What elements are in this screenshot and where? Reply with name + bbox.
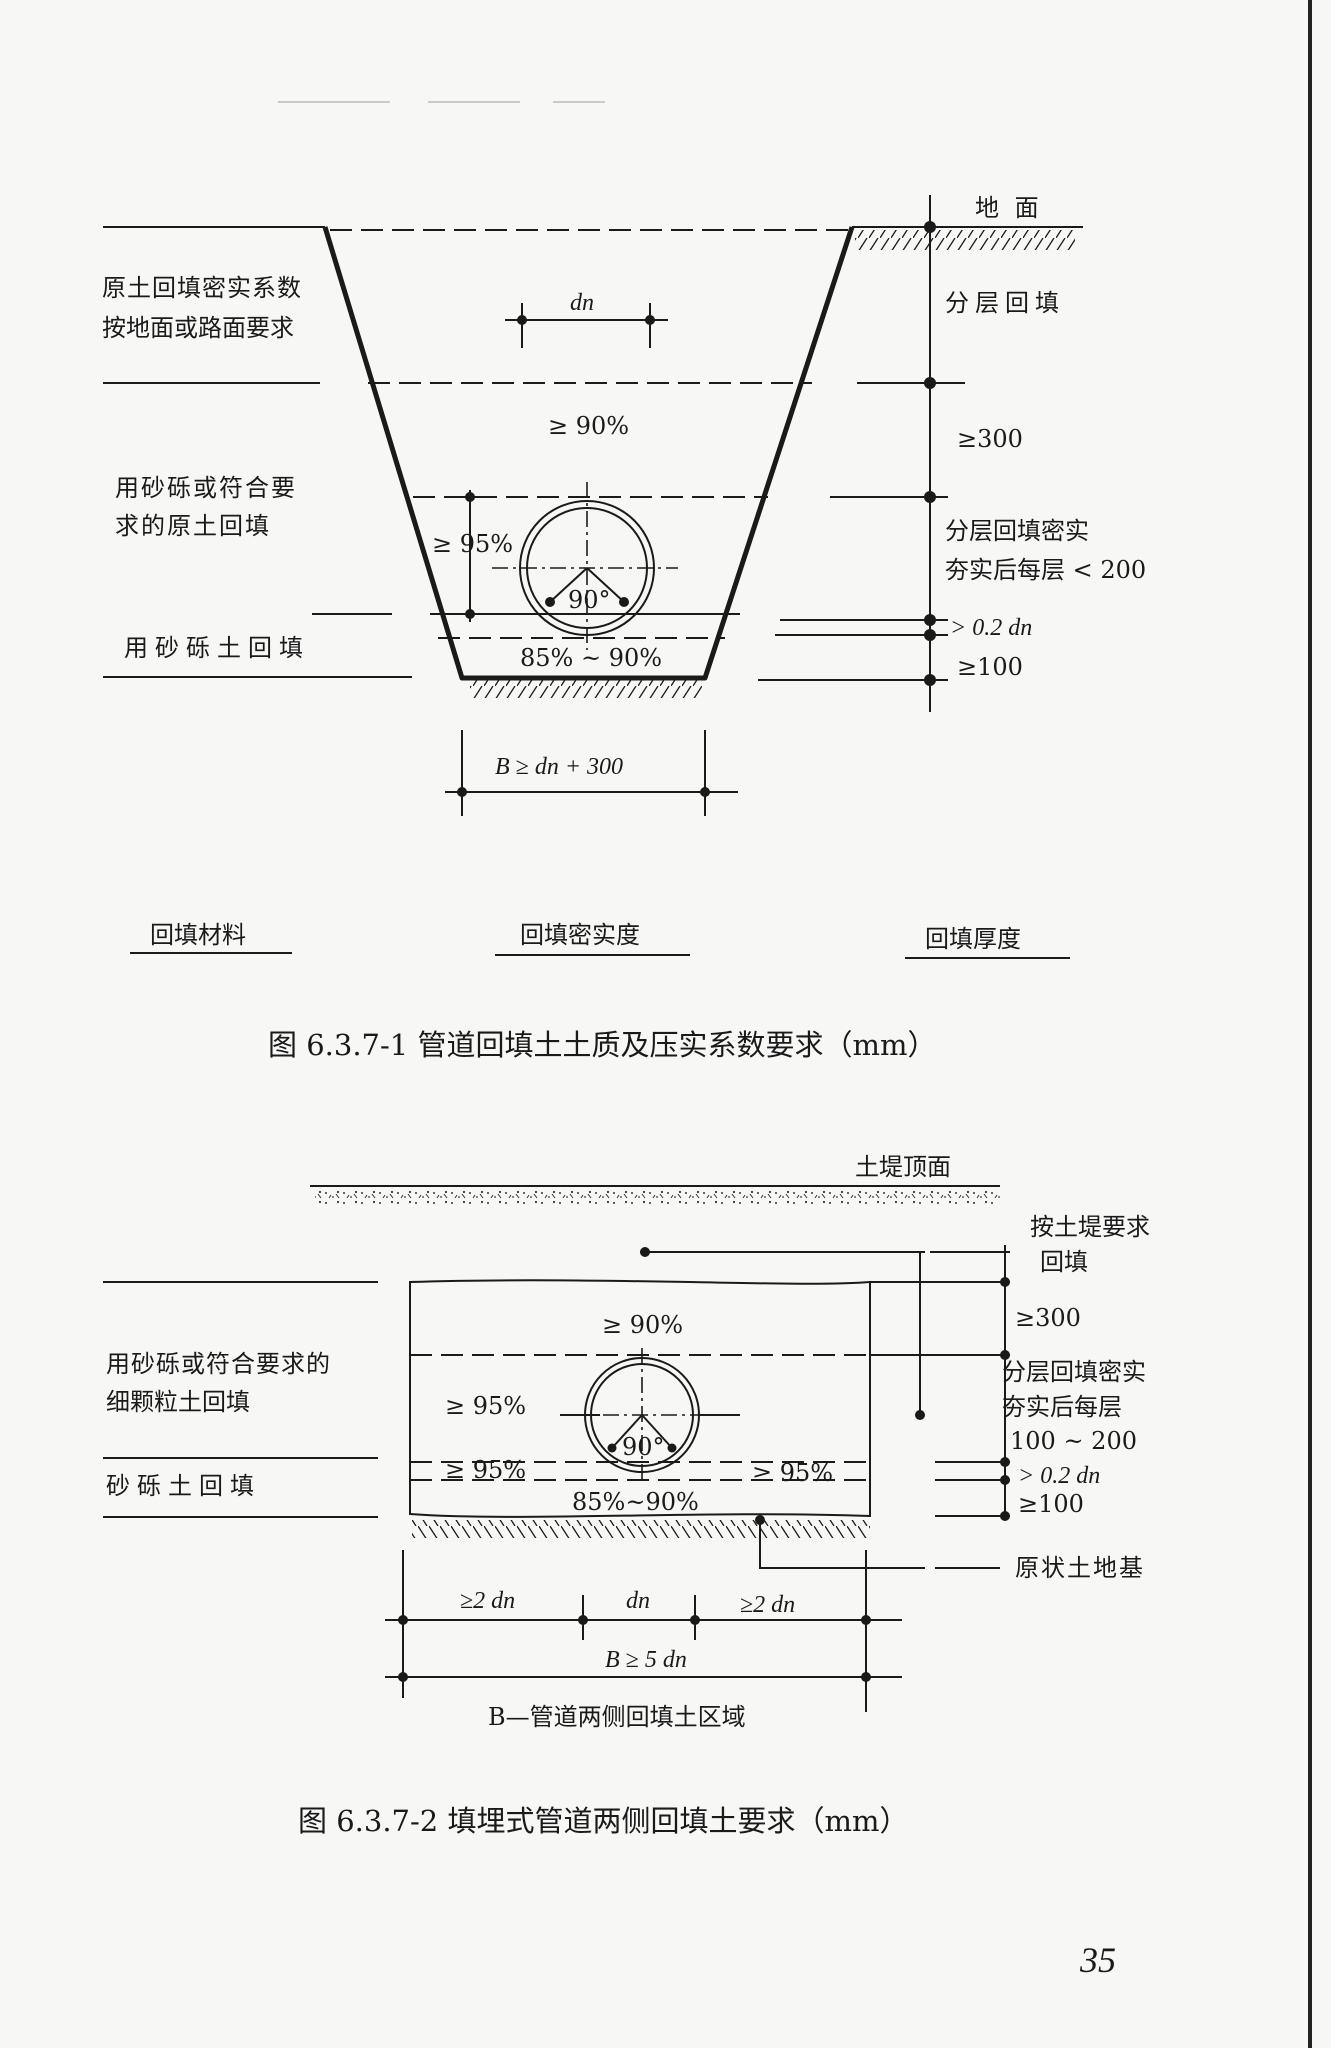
fig1-dn-label: dn (570, 290, 594, 316)
fig1-col-material: 回填材料 (150, 921, 246, 949)
embankment-speckle (315, 1188, 1000, 1204)
fig2-left-bottom: 砂砾土回填 (106, 1472, 261, 1500)
fig2-legend: B—管道两侧回填土区域 (488, 1703, 746, 1731)
fig2-right-top-line2: 回填 (1040, 1248, 1088, 1276)
fig2-left-mid-line2: 细颗粒土回填 (106, 1388, 250, 1416)
fig2-dim-total: B ≥ 5 dn (605, 1647, 687, 1673)
fig1-right-300: ≥300 (957, 425, 1023, 453)
fig1-width-formula: B ≥ dn + 300 (495, 754, 623, 780)
fig2-left-mid-line1: 用砂砾或符合要求的 (106, 1350, 331, 1378)
fig1-right-100: ≥100 (957, 653, 1023, 681)
figure-2-embankment (103, 1185, 1010, 1712)
fig2-angle-label: 90° (622, 1433, 665, 1461)
fig1-right-02dn: > 0.2 dn (950, 615, 1032, 641)
trench-walls (322, 226, 855, 681)
fig1-compaction-top: ≥ 90% (548, 412, 629, 440)
backfill-region (409, 1279, 871, 1518)
fig2-right-top-line1: 按土堤要求 (1030, 1213, 1150, 1241)
fig1-right-layer-line2: 夯实后每层 < 200 (945, 556, 1146, 584)
fig2-right-100: ≥100 (1018, 1490, 1084, 1518)
page-edge-border (1308, 0, 1312, 2048)
fig1-left-mid-line1: 用砂砾或符合要 (115, 474, 297, 502)
fig1-ground-label: 地 面 (975, 194, 1043, 222)
fig2-dim-right: ≥2 dn (740, 1592, 795, 1618)
page-number: 35 (1079, 1940, 1116, 1980)
pipe-2 (574, 1348, 710, 1480)
fig1-compaction-bottom: 85% ~ 90% (520, 644, 662, 672)
fig1-left-bottom: 用砂砾土回填 (124, 634, 310, 662)
fig1-left-top-line1: 原土回填密实系数 (102, 274, 302, 302)
fig2-caption: 图 6.3.7-2 填埋式管道两侧回填土要求（mm） (298, 1804, 908, 1838)
fig2-compaction-top: ≥ 90% (602, 1311, 683, 1339)
fig2-dim-left: ≥2 dn (460, 1588, 515, 1614)
fig1-angle-label: 90° (568, 586, 611, 614)
fig2-right-300: ≥300 (1015, 1304, 1081, 1332)
fig1-left-mid-line2: 求的原土回填 (115, 512, 271, 540)
fig2-dim-dn: dn (626, 1588, 650, 1614)
fig2-right-layer-line2: 夯实后每层 (1002, 1393, 1122, 1421)
trench-bottom-hatch (470, 680, 702, 698)
fig1-right-layer-line1: 分层回填密实 (945, 517, 1089, 545)
fig2-compaction-right-low: ≥ 95% (752, 1459, 833, 1487)
fig2-right-02dn: > 0.2 dn (1018, 1463, 1100, 1489)
fig1-right-top: 分层回填 (945, 289, 1065, 317)
fig1-col-thickness: 回填厚度 (925, 925, 1021, 953)
foundation-hatch (412, 1520, 870, 1538)
fig2-compaction-side: ≥ 95% (445, 1392, 526, 1420)
fig2-right-layer-line3: 100 ~ 200 (1010, 1427, 1137, 1455)
fig2-embankment-top: 土堤顶面 (855, 1153, 951, 1181)
fig2-right-layer-line1: 分层回填密实 (1002, 1358, 1146, 1386)
fig2-foundation-label: 原状土地基 (1015, 1554, 1145, 1582)
fig2-compaction-bottom: 85%~90% (572, 1488, 699, 1516)
ground-hatch-right (855, 230, 1075, 250)
fig1-left-top-line2: 按地面或路面要求 (102, 314, 294, 342)
fig1-compaction-side: ≥ 95% (432, 530, 513, 558)
fig1-caption: 图 6.3.7-1 管道回填土土质及压实系数要求（mm） (268, 1028, 936, 1062)
fig1-col-density: 回填密实度 (520, 921, 640, 949)
figure-1-trench (103, 195, 1083, 959)
pipe-1 (492, 482, 678, 650)
fig2-compaction-left-low: ≥ 95% (445, 1456, 526, 1484)
